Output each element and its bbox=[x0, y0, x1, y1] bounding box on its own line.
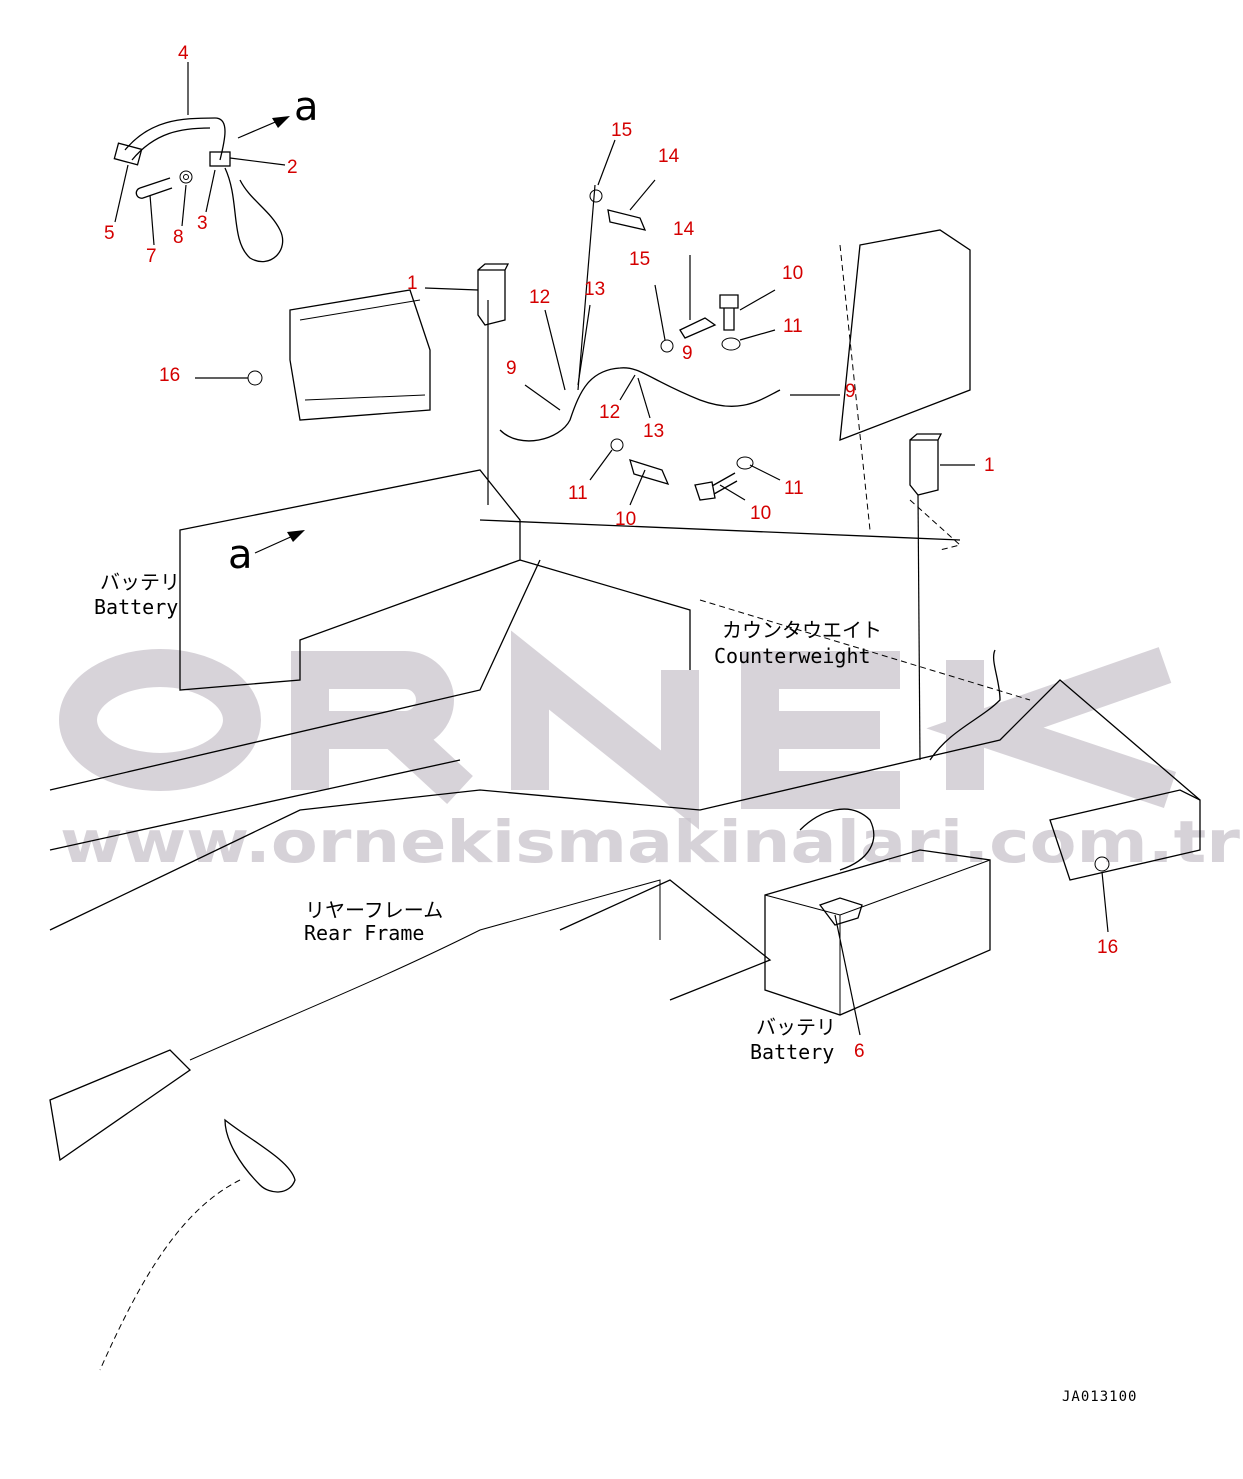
callout: 15 bbox=[611, 120, 632, 141]
callouts: 4 a 2 5 7 8 3 15 14 14 15 10 11 1 12 13 … bbox=[104, 43, 1118, 1062]
watermark-brand bbox=[59, 630, 1177, 830]
callout: 3 bbox=[197, 213, 208, 234]
hardware-upper bbox=[247, 189, 1110, 926]
callout: 11 bbox=[784, 478, 804, 499]
battery-right-label-en: Battery bbox=[750, 1040, 834, 1064]
battery-left-label-jp: バッテリ bbox=[100, 570, 180, 594]
callout: 11 bbox=[568, 483, 588, 504]
callout: 10 bbox=[750, 503, 771, 524]
callout: 15 bbox=[629, 249, 650, 270]
callout: 14 bbox=[658, 146, 680, 167]
callout: 12 bbox=[599, 402, 620, 423]
counterweight-label-en: Counterweight bbox=[714, 644, 871, 668]
callout: 16 bbox=[159, 365, 180, 386]
callout: 9 bbox=[506, 358, 517, 379]
callout: 7 bbox=[146, 246, 157, 267]
callout: 8 bbox=[173, 227, 184, 248]
callout: 1 bbox=[984, 455, 995, 476]
watermark: www.ornekismakinalari.com.tr bbox=[59, 630, 1240, 876]
callout: 12 bbox=[529, 287, 550, 308]
watermark-url: www.ornekismakinalari.com.tr bbox=[60, 808, 1240, 876]
callout: 2 bbox=[287, 157, 298, 178]
cable-harness bbox=[499, 367, 1001, 871]
callout: 13 bbox=[643, 421, 664, 442]
drawing-code: JA013100 bbox=[1062, 1389, 1137, 1405]
callout: 6 bbox=[854, 1041, 865, 1062]
callout: 4 bbox=[178, 43, 189, 64]
callout: 10 bbox=[782, 263, 803, 284]
callout: 16 bbox=[1097, 937, 1118, 958]
battery-left-label-en: Battery bbox=[94, 595, 178, 619]
callout: 5 bbox=[104, 223, 115, 244]
view-marker: a bbox=[294, 84, 319, 130]
callout: 14 bbox=[673, 219, 695, 240]
callout: 13 bbox=[584, 279, 605, 300]
battery-right-label-jp: バッテリ bbox=[756, 1015, 836, 1039]
rear-frame-label-en: Rear Frame bbox=[304, 921, 424, 945]
view-marker: a bbox=[228, 532, 253, 578]
counterweight-label-jp: カウンタウエイト bbox=[722, 618, 882, 642]
component-labels: バッテリ Battery カウンタウエイト Counterweight リヤーフ… bbox=[94, 570, 1137, 1405]
view-arrows bbox=[237, 116, 921, 761]
leader-lines bbox=[114, 62, 1109, 1036]
detail-a-cable bbox=[113, 117, 284, 263]
rear-frame bbox=[49, 229, 1201, 1371]
callout: 11 bbox=[783, 316, 803, 337]
rear-frame-label-jp: リヤーフレーム bbox=[305, 898, 443, 922]
callout: 9 bbox=[845, 381, 856, 402]
callout: 1 bbox=[407, 273, 418, 294]
callout: 9 bbox=[682, 343, 693, 364]
callout: 10 bbox=[615, 509, 636, 530]
